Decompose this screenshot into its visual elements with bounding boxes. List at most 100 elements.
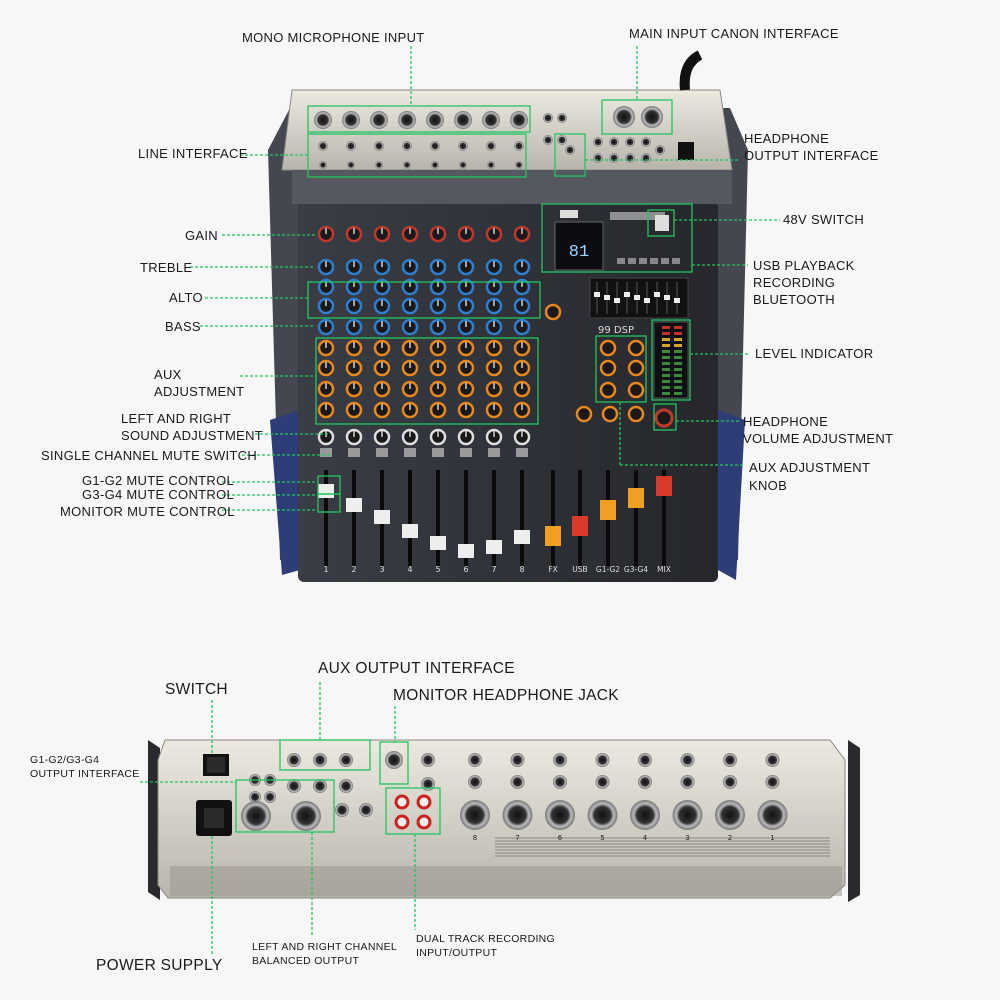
usb-button — [628, 258, 636, 264]
mute-button — [320, 448, 332, 457]
aux-jack — [339, 779, 353, 793]
bus-label: MIX — [657, 565, 671, 574]
mic-xlr-jack — [460, 800, 490, 830]
mute-button — [432, 448, 444, 457]
channel-number: 4 — [407, 565, 412, 574]
label-hp-volume-1: HEADPHONE — [743, 414, 829, 429]
insert-jack — [553, 753, 567, 767]
meter-led — [662, 362, 670, 365]
rear-channel-number: 1 — [770, 834, 774, 842]
bus-label: USB — [572, 565, 587, 574]
insert-jack — [375, 161, 383, 169]
label-alto: ALTO — [169, 290, 203, 305]
rear-channel-number: 6 — [558, 834, 563, 842]
label-aux-knob-1: AUX ADJUSTMENT — [749, 460, 871, 475]
fader-track — [436, 470, 440, 566]
label-mono-mic-input: MONO MICROPHONE INPUT — [242, 30, 425, 45]
stereo-line-jack — [359, 803, 373, 817]
jack — [593, 137, 603, 147]
headphone-volume-knob — [654, 408, 674, 428]
jack — [557, 113, 567, 123]
usb-button — [672, 258, 680, 264]
fader-track — [464, 470, 468, 566]
meter-led — [674, 344, 682, 347]
mic-xlr-jack — [545, 800, 575, 830]
jack — [655, 145, 665, 155]
label-bass: BASS — [165, 319, 201, 334]
fader-cap — [430, 536, 446, 550]
label-usb-2: RECORDING — [753, 275, 836, 290]
label-usb-3: BLUETOOTH — [753, 292, 835, 307]
channel-number: 1 — [323, 565, 328, 574]
line-in-jack — [638, 775, 652, 789]
label-aux-knob-2: KNOB — [749, 478, 788, 493]
line-jack — [402, 141, 412, 151]
master-knob — [627, 339, 645, 357]
rear-channel-number: 4 — [643, 834, 648, 842]
group-out-jack — [264, 791, 276, 803]
meter-led — [662, 380, 670, 383]
fader-track — [352, 470, 356, 566]
meter-led — [662, 326, 670, 329]
mic-xlr-jack — [672, 800, 703, 830]
fader-cap — [402, 524, 418, 538]
fader-cap — [318, 484, 334, 498]
meter-led — [674, 326, 682, 329]
meter-led — [674, 368, 682, 371]
insert-jack — [515, 161, 523, 169]
meter-led — [662, 392, 670, 395]
meter-led — [674, 380, 682, 383]
xlr-jack — [510, 111, 528, 129]
jack — [641, 153, 651, 163]
jack — [557, 135, 567, 145]
mute-button — [376, 448, 388, 457]
fader-cap — [346, 498, 362, 512]
bus-fader-cap — [656, 476, 672, 496]
channel-number: 3 — [379, 565, 384, 574]
line-jack — [514, 141, 524, 151]
label-headphone-output-1: HEADPHONE — [744, 131, 830, 146]
insert-jack — [638, 753, 652, 767]
line-in-jack — [510, 775, 525, 789]
channel-number: 8 — [519, 565, 524, 574]
label-monitor-headphone: MONITOR HEADPHONE JACK — [393, 687, 619, 704]
phones-jack — [385, 751, 403, 769]
label-usb-1: USB PLAYBACK — [753, 258, 855, 273]
label-line-interface: LINE INTERFACE — [138, 146, 248, 161]
label-level-indicator: LEVEL INDICATOR — [755, 346, 874, 361]
label-headphone-output-2: OUTPUT INTERFACE — [744, 148, 879, 163]
aux-jack — [287, 753, 301, 767]
fader-cap — [458, 544, 474, 558]
xlr-jack — [482, 111, 500, 129]
jack — [625, 137, 635, 147]
mic-xlr-jack — [715, 800, 745, 830]
label-dual-track-1: DUAL TRACK RECORDING — [416, 933, 556, 945]
label-lr-balanced-2: BALANCED OUTPUT — [252, 955, 360, 967]
meter-led — [674, 332, 682, 335]
line-jack — [430, 141, 440, 151]
channel-number: 2 — [351, 565, 356, 574]
eq-slider — [654, 292, 660, 297]
label-power-supply: POWER SUPPLY — [96, 957, 223, 974]
label-aux-output: AUX OUTPUT INTERFACE — [318, 660, 515, 677]
fader-cap — [514, 530, 530, 544]
label-dual-track-2: INPUT/OUTPUT — [416, 947, 498, 959]
aux-jack — [339, 753, 353, 767]
label-g3g4-mute: G3-G4 MUTE CONTROL — [82, 487, 235, 502]
mute-button — [516, 448, 528, 457]
channel-number: 6 — [463, 565, 468, 574]
bus-fader-cap — [628, 488, 644, 508]
line-jack — [486, 141, 496, 151]
rear-channel-number: 7 — [515, 834, 519, 842]
master-knob — [544, 303, 562, 321]
line-in-jack — [595, 775, 610, 789]
label-lr-sound-2: SOUND ADJUSTMENT — [121, 428, 264, 443]
mute-button — [488, 448, 500, 457]
label-g1g2-mute: G1-G2 MUTE CONTROL — [82, 473, 235, 488]
rca-jacks — [394, 794, 432, 830]
master-knob — [575, 405, 593, 423]
jack — [543, 113, 553, 123]
mute-button — [348, 448, 360, 457]
label-aux-adj-1: AUX — [154, 367, 182, 382]
